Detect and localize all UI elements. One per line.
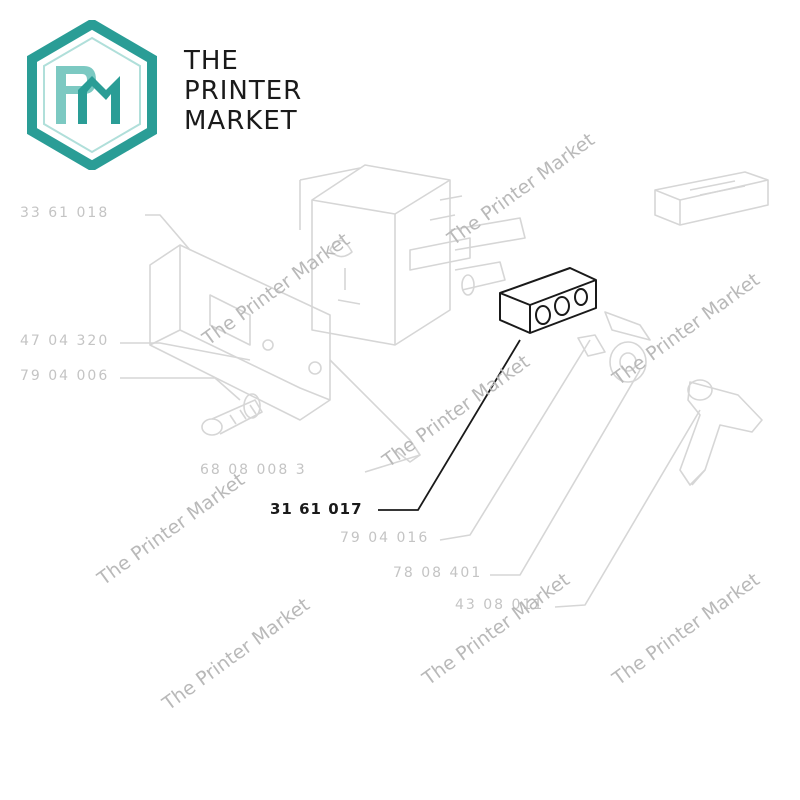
mounting-plate	[149, 244, 421, 463]
logo-m-shape	[78, 76, 120, 124]
housing-block	[299, 164, 471, 346]
highlighted-leader-line	[378, 339, 521, 511]
top-rail	[654, 171, 769, 226]
spacer-hole-2	[554, 296, 570, 316]
part-label-68-08-008-3: 68 08 008 3	[200, 462, 307, 478]
logo-hexagon-inner	[43, 36, 141, 154]
part-label-31-61-017[interactable]: 31 61 017	[270, 500, 363, 518]
part-label-79-04-006: 79 04 006	[20, 368, 110, 384]
part-label-79-04-016: 79 04 016	[340, 530, 430, 546]
leader-lines	[120, 214, 701, 608]
logo-p-stem	[56, 66, 66, 124]
spacer-hole-1	[535, 305, 551, 325]
part-label-43-08-011: 43 08 011	[455, 597, 545, 613]
brand-name-line-2: PRINTER	[184, 76, 303, 106]
printer-market-logo: PM	[27, 20, 157, 170]
part-label-78-08-401: 78 08 401	[393, 565, 483, 581]
spacer-hole-3	[574, 288, 588, 306]
highlighted-spacer-block	[378, 267, 597, 511]
lever-arm	[679, 379, 763, 486]
logo-hexagon-outer	[27, 20, 157, 170]
brand-name-line-1: THE	[184, 46, 239, 76]
brand-name: THE PRINTER MARKET	[184, 46, 302, 136]
part-label-33-61-018: 33 61 018	[20, 205, 110, 221]
screw	[201, 393, 263, 436]
part-label-47-04-320: 47 04 320	[20, 333, 110, 349]
shaft	[449, 217, 526, 296]
brand-name-line-3: MARKET	[184, 106, 298, 136]
